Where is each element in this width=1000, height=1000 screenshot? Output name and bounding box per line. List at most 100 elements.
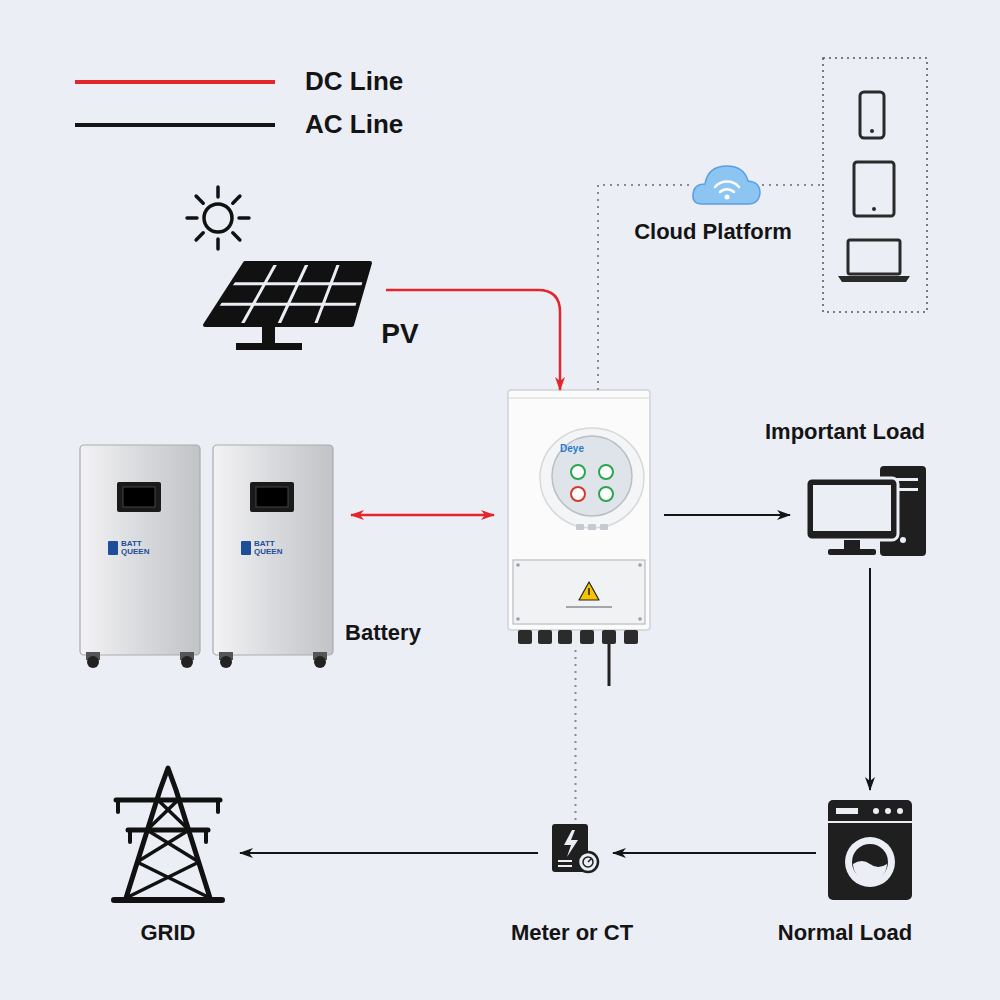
brand-logo-text: BATT QUEEN bbox=[121, 540, 157, 557]
washing-machine-icon bbox=[828, 800, 912, 900]
computer-icon bbox=[828, 549, 876, 555]
ac-line bbox=[869, 568, 871, 790]
sun-icon bbox=[216, 239, 220, 249]
washing-machine-icon bbox=[828, 800, 912, 900]
device-group bbox=[838, 276, 910, 282]
battery-cabinet bbox=[220, 656, 232, 668]
device-group bbox=[860, 92, 884, 138]
meter-icon bbox=[583, 857, 593, 867]
inverter-unit bbox=[602, 630, 616, 644]
inverter-unit bbox=[599, 487, 613, 501]
inverter-unit bbox=[638, 563, 642, 567]
battery-cabinet bbox=[213, 445, 333, 655]
battery-cabinet bbox=[213, 445, 333, 668]
pylon-icon bbox=[137, 830, 189, 862]
sun-icon bbox=[204, 204, 232, 232]
legend-line bbox=[75, 82, 275, 125]
device-group bbox=[823, 58, 927, 312]
inverter-unit bbox=[576, 524, 584, 530]
battery-cabinet bbox=[241, 541, 251, 555]
battery-cabinet bbox=[87, 656, 99, 668]
pylon-icon bbox=[126, 862, 199, 898]
washing-machine-icon bbox=[853, 861, 887, 881]
inverter-unit bbox=[638, 617, 642, 621]
sun-icon bbox=[216, 187, 220, 197]
pylon-icon bbox=[114, 768, 222, 900]
cloud-icon bbox=[715, 182, 739, 187]
node-label: Deye bbox=[560, 443, 584, 455]
pylon-icon bbox=[128, 828, 208, 833]
sun-icon bbox=[233, 233, 240, 240]
inverter-unit bbox=[513, 560, 645, 624]
battery-cabinet bbox=[80, 445, 200, 655]
meter-icon bbox=[578, 852, 598, 872]
inverter-unit bbox=[566, 606, 612, 608]
inverter-unit bbox=[538, 630, 552, 644]
device-group bbox=[762, 184, 822, 186]
solar-panel: PV bbox=[205, 260, 372, 352]
pylon-icon bbox=[216, 800, 220, 812]
node-label: Meter or CT bbox=[511, 920, 633, 945]
battery-cabinet bbox=[80, 445, 200, 668]
inverter-unit bbox=[552, 436, 632, 516]
inverter-unit bbox=[540, 428, 644, 528]
battery-cabinet bbox=[314, 656, 326, 668]
meter-icon bbox=[558, 860, 572, 862]
inverter-unit bbox=[516, 563, 520, 567]
legend-line bbox=[75, 123, 275, 127]
cloud-icon bbox=[693, 166, 760, 204]
meter-icon bbox=[558, 865, 572, 867]
important-load: Important Load bbox=[806, 466, 926, 556]
ac-line bbox=[240, 852, 538, 854]
computer-icon bbox=[813, 485, 891, 531]
pylon-icon bbox=[114, 897, 222, 903]
solar-panel-icon bbox=[205, 263, 370, 325]
inverter-unit bbox=[509, 397, 649, 399]
cloud-icon bbox=[693, 166, 760, 204]
battery-cabinet bbox=[108, 541, 118, 555]
washing-machine-icon bbox=[873, 808, 879, 814]
computer-icon bbox=[806, 478, 898, 540]
cloud-icon bbox=[725, 195, 730, 200]
ac-line bbox=[613, 852, 816, 854]
pylon-icon bbox=[126, 768, 210, 898]
solar-panel-icon bbox=[315, 263, 339, 325]
washing-machine-icon bbox=[897, 808, 903, 814]
node-label: Important Load bbox=[765, 419, 925, 444]
legend-text: AC Line bbox=[305, 110, 403, 140]
inverter-unit bbox=[558, 630, 572, 644]
hybrid-inverter: Deye bbox=[508, 390, 650, 650]
normal-load: Normal Load bbox=[828, 800, 912, 900]
pylon-icon bbox=[147, 830, 199, 862]
sun-icon bbox=[196, 196, 203, 203]
battery-cabinet bbox=[250, 482, 294, 512]
inverter-unit bbox=[579, 582, 599, 600]
device-group bbox=[848, 240, 900, 274]
inverter-unit bbox=[608, 644, 611, 686]
inverter-unit bbox=[571, 487, 585, 501]
meter: Meter or CT bbox=[552, 824, 599, 874]
legend-line bbox=[75, 80, 275, 84]
inverter-unit bbox=[588, 588, 590, 595]
sun-icon bbox=[196, 233, 203, 240]
node-label: PV bbox=[381, 318, 418, 350]
inverter-unit bbox=[600, 524, 608, 530]
sun-icon bbox=[239, 216, 249, 220]
inverter-unit bbox=[571, 465, 585, 479]
cloud-icon bbox=[720, 189, 734, 192]
node-label: Normal Load bbox=[778, 920, 912, 945]
washing-machine-icon bbox=[885, 808, 891, 814]
node-label: Cloud Platform bbox=[634, 219, 792, 244]
pylon-icon bbox=[137, 862, 210, 898]
inverter-unit bbox=[599, 465, 613, 479]
inverter-unit bbox=[580, 630, 594, 644]
inverter-unit bbox=[518, 630, 532, 644]
sun-icon bbox=[187, 187, 249, 249]
solar-panel-icon bbox=[242, 263, 277, 325]
sun-icon bbox=[187, 216, 197, 220]
battery-cabinet bbox=[117, 482, 161, 512]
meter-icon bbox=[552, 824, 598, 872]
